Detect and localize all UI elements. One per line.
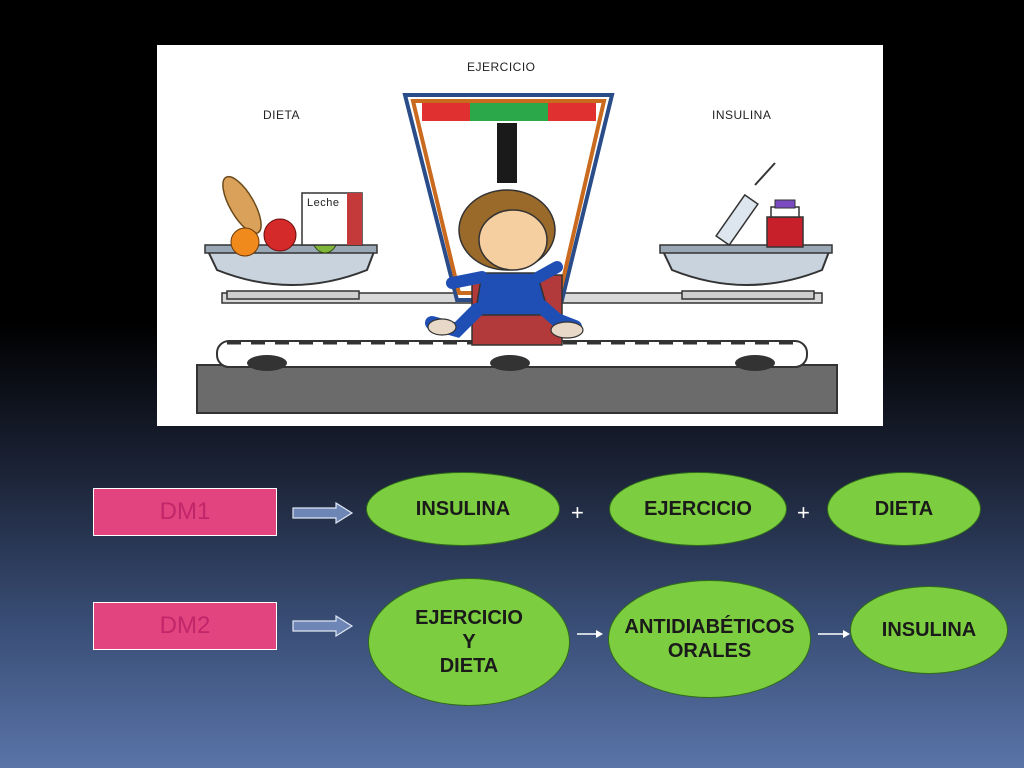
dm2-box: DM2 (93, 602, 277, 650)
dm1-plus-1: + (571, 500, 584, 525)
dm1-step-ejercicio: EJERCICIO (609, 472, 787, 546)
scale-drawing (196, 93, 838, 414)
dm2-step-ejercicio-dieta: EJERCICIO Y DIETA (368, 578, 570, 706)
balance-illustration: EJERCICIO DIETA INSULINA Leche (157, 45, 883, 426)
dm1-box: DM1 (93, 488, 277, 536)
dm1-step-insulina: INSULINA (366, 472, 560, 546)
dm2-step-antidiabeticos: ANTIDIABÉTICOS ORALES (608, 580, 811, 698)
dm2-label: DM2 (159, 612, 211, 639)
label-ejercicio: EJERCICIO (467, 60, 536, 74)
dm2-arrow-small-1-icon (577, 630, 603, 638)
dm1-step-dieta: DIETA (827, 472, 981, 546)
dm1-plus-2: + (797, 500, 810, 525)
label-insulina: INSULINA (712, 108, 772, 122)
dm1-arrow-icon (292, 502, 354, 524)
dm2-step-insulina: INSULINA (850, 586, 1008, 674)
dm2-arrow-small-2-icon (818, 630, 850, 638)
dm2-arrow-icon (292, 615, 354, 637)
dm1-label: DM1 (159, 498, 211, 525)
label-dieta: DIETA (263, 108, 300, 122)
carton-label: Leche (307, 197, 340, 209)
